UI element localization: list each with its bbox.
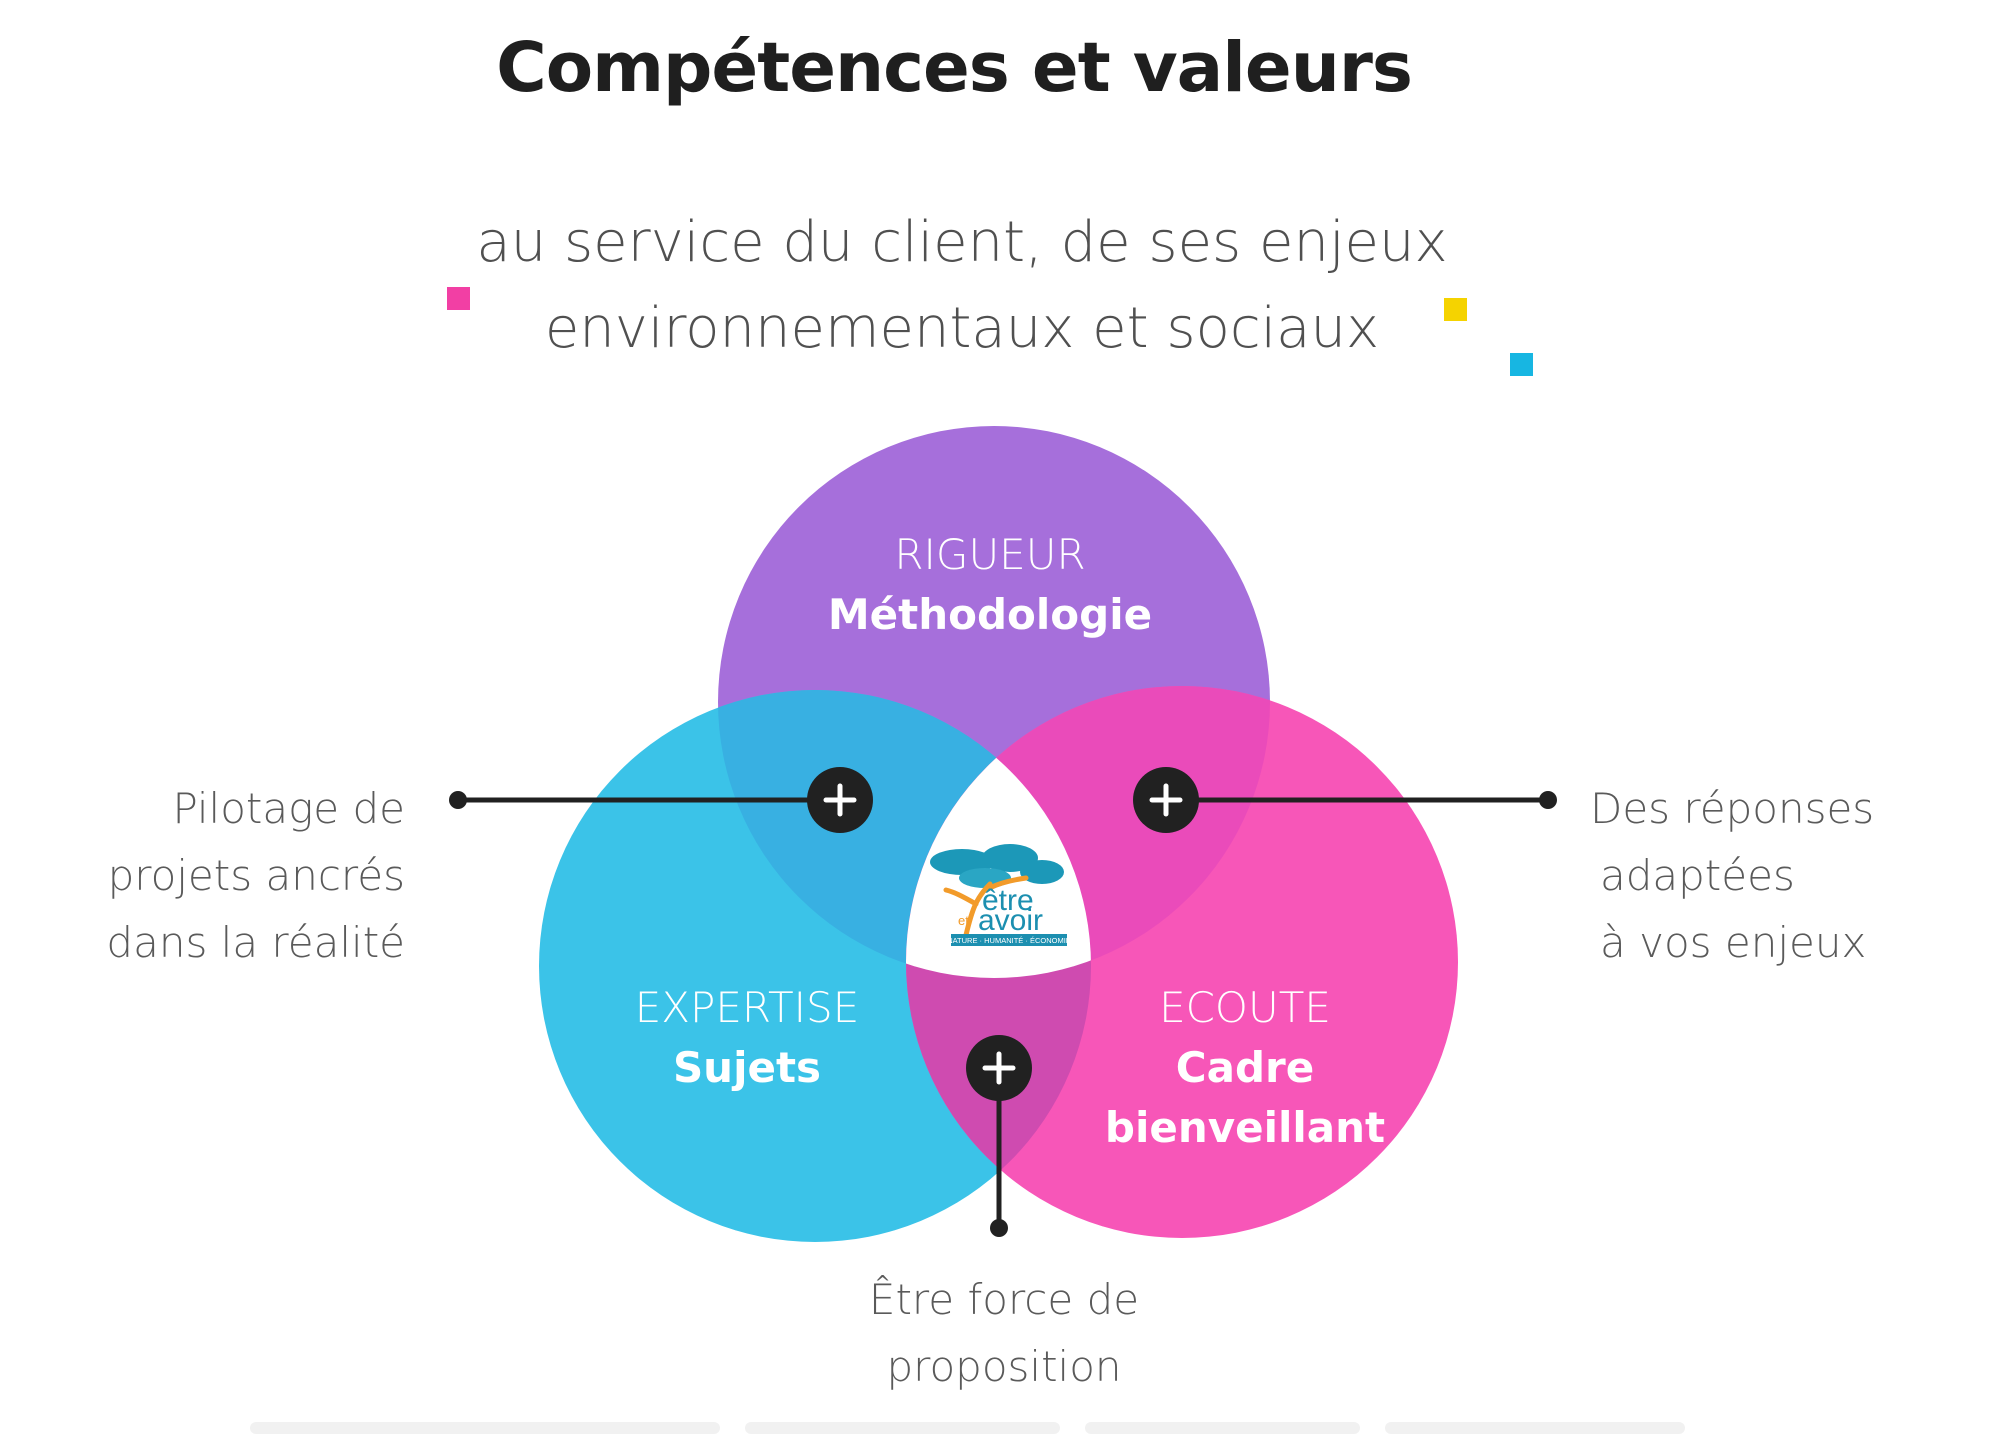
center-logo-area [906,690,1091,978]
label-ecoute: ECOUTE Cadre bienveillant [1045,978,1445,1158]
callout-proposition-line: Être force de [868,1275,1140,1324]
logo-word-avoir: avoir [978,904,1043,937]
callout-reponses: Des réponses adaptées à vos enjeux [1590,775,1950,976]
bottom-card-edge [1085,1422,1360,1434]
callout-pilotage-line: Pilotage de [172,784,405,833]
bottom-card-edge [1385,1422,1685,1434]
label-expertise: EXPERTISE Sujets [547,978,947,1098]
logo-word-etre: être [982,884,1034,917]
label-expertise-upper: EXPERTISE [634,983,860,1032]
plus-button-reponses[interactable] [1133,767,1199,833]
decor-square-pink [447,287,470,310]
subtitle-line-1: au service du client, de ses enjeux [476,210,1448,275]
tree-icon [930,844,1064,938]
plus-button-pilotage[interactable] [807,767,873,833]
logo-word-et: et [958,913,969,928]
connector-bottom-dot [990,1219,1008,1237]
callout-pilotage-line: dans la réalité [106,918,405,967]
callout-pilotage-line: projets ancrés [107,851,405,900]
label-ecoute-bold-1: Cadre [1175,1043,1315,1092]
decor-square-yellow [1444,298,1467,321]
decor-square-cyan [1510,353,1533,376]
callout-reponses-line: Des réponses [1590,784,1875,833]
label-ecoute-bold-2: bienveillant [1104,1103,1386,1152]
label-rigueur: RIGUEUR Méthodologie [790,525,1190,645]
callout-pilotage: Pilotage de projets ancrés dans la réali… [60,775,405,976]
label-ecoute-upper: ECOUTE [1159,983,1331,1032]
logo-tagline: NATURE · HUMANITÉ · ÉCONOMIE [947,936,1071,945]
callout-proposition: Être force de proposition [780,1266,1228,1400]
connector-right-dot [1539,791,1557,809]
connector-left-dot [449,791,467,809]
label-rigueur-upper: RIGUEUR [894,530,1086,579]
callout-reponses-line: adaptées [1600,851,1795,900]
callout-proposition-line: proposition [886,1342,1122,1391]
label-rigueur-bold: Méthodologie [827,590,1153,639]
callout-reponses-line: à vos enjeux [1600,918,1867,967]
plus-button-proposition[interactable] [966,1035,1032,1101]
bottom-card-edge [250,1422,720,1434]
page-title: Compétences et valeurs [496,28,1413,108]
logo: être et avoir NATURE · HUMANITÉ · ÉCONOM… [930,844,1071,946]
label-expertise-bold: Sujets [672,1043,822,1092]
bottom-card-edge [745,1422,1060,1434]
subtitle-line-2: environnementaux et sociaux [544,296,1380,361]
